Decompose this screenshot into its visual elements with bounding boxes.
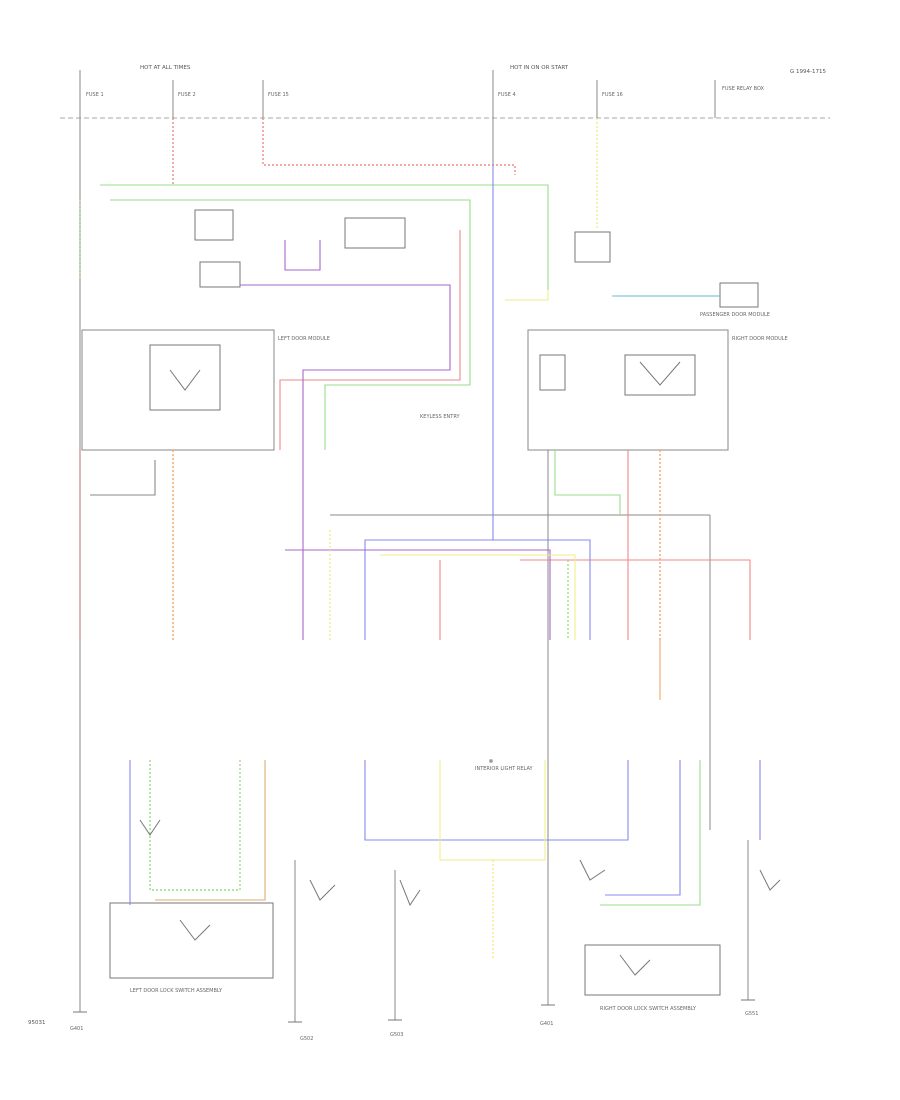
switch-symbols [139,361,781,976]
wire-purple-21 [240,284,451,640]
center-note: KEYLESS ENTRY [420,414,460,420]
passenger-module-box [719,282,759,308]
right-module-label: RIGHT DOOR MODULE [732,336,788,342]
ground-label-4: G401 [540,1021,553,1027]
wire-red-2 [279,230,461,450]
wire-purple-22 [285,549,551,640]
top-relay-d [574,231,611,263]
wire-green-11 [149,760,241,891]
header-hot-at-all-times: HOT AT ALL TIMES [140,65,191,71]
bottom-reference: 95031 [28,1020,46,1026]
wire-purple-20 [284,240,321,271]
fuse-terminals [79,70,716,118]
passenger-module-label: PASSENGER DOOR MODULE [700,312,770,318]
wire-blue-16 [364,760,629,841]
wire-blue-14 [364,165,494,640]
ground-label-5: G551 [745,1011,758,1017]
ground-symbols [73,999,755,1023]
wire-yellow-29 [439,760,546,861]
header-hot-in-run: HOT IN ON OR START [510,65,569,71]
top-relay-a [194,209,234,241]
fuse-label-6: FUSE RELAY BOX [722,86,765,92]
wire-red-1 [262,118,516,175]
top-relay-c [199,261,241,288]
center-unit-box [489,759,493,763]
wire-gray-34 [90,460,156,496]
fuse-label-5: FUSE 16 [602,92,623,98]
left-module-frame [81,329,275,451]
top-relay-b [344,217,406,249]
left-relay-box [149,344,221,411]
wire-red-4 [520,559,751,640]
colored-wires [79,118,761,960]
ground-label-3: G503 [390,1032,403,1038]
right-relay-box [624,354,696,396]
fuse-label-4: FUSE 4 [498,92,516,98]
ground-label-1: G401 [70,1026,83,1032]
page-reference: G 1994-1715 [790,69,826,75]
center-unit-label: INTERIOR LIGHT RELAY [475,766,533,772]
ground-label-2: G502 [300,1036,313,1042]
left-door-assembly [109,902,274,979]
left-door-assembly-label: LEFT DOOR LOCK SWITCH ASSEMBLY [130,988,223,994]
wire-green-7 [100,184,549,290]
gray-rails [79,118,749,1022]
right-door-assembly-label: RIGHT DOOR LOCK SWITCH ASSEMBLY [600,1006,697,1012]
wire-green-8 [110,199,471,450]
wire-green-10 [554,450,621,515]
left-module-label: LEFT DOOR MODULE [278,336,330,342]
wire-yellow-31 [505,290,549,301]
right-small-box [539,354,566,391]
fuse-label-1: FUSE 1 [86,92,104,98]
fuse-label-3: FUSE 15 [268,92,289,98]
wire-blue-15 [493,539,591,640]
wire-tan-26 [155,760,266,901]
right-door-assembly [584,944,721,996]
wire-green-12 [600,760,701,906]
wire-yellow-27 [380,554,576,640]
fuse-label-2: FUSE 2 [178,92,196,98]
wire-blue-18 [605,760,681,896]
